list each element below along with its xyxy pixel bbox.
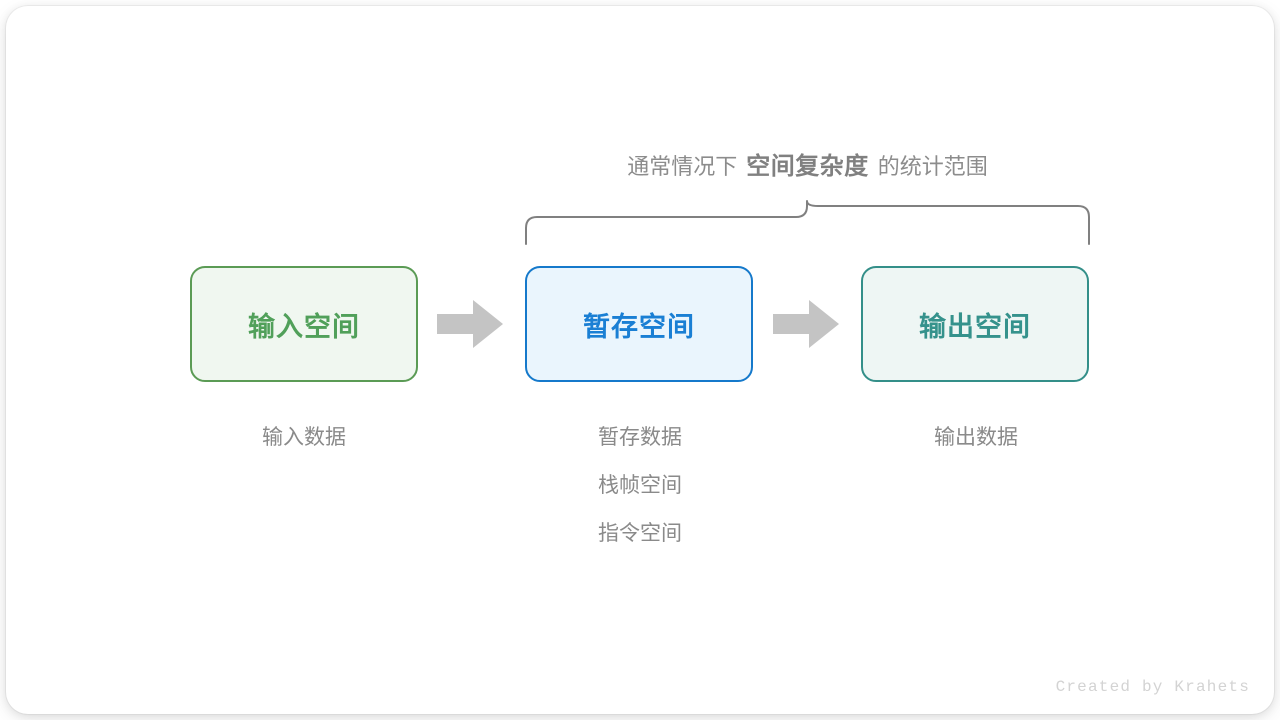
buffer-details: 暂存数据 栈帧空间 指令空间 — [520, 414, 760, 558]
detail-item: 暂存数据 — [598, 426, 682, 449]
box-output-space[interactable]: 输出空间 — [861, 266, 1089, 382]
curly-brace — [515, 196, 1101, 248]
caption-emphasis: 空间复杂度 — [746, 153, 869, 180]
box-input-space-label: 输入空间 — [248, 311, 360, 342]
box-output-space-label: 输出空间 — [919, 311, 1031, 342]
caption-prefix: 通常情况下 — [627, 154, 738, 179]
credit-text: Created by Krahets — [1055, 678, 1250, 696]
box-buffer-space-label: 暂存空间 — [583, 311, 695, 342]
detail-item: 栈帧空间 — [598, 474, 682, 497]
box-buffer-space[interactable]: 暂存空间 — [525, 266, 753, 382]
detail-item: 输入数据 — [262, 426, 346, 449]
caption-suffix: 的统计范围 — [877, 154, 988, 179]
input-details: 输入数据 — [184, 414, 424, 462]
caption: 通常情况下空间复杂度的统计范围 — [525, 150, 1090, 184]
detail-item: 指令空间 — [598, 522, 682, 545]
output-details: 输出数据 — [856, 414, 1096, 462]
box-input-space[interactable]: 输入空间 — [190, 266, 418, 382]
arrow-right-icon — [437, 300, 503, 348]
arrow-right-icon — [773, 300, 839, 348]
detail-item: 输出数据 — [934, 426, 1018, 449]
